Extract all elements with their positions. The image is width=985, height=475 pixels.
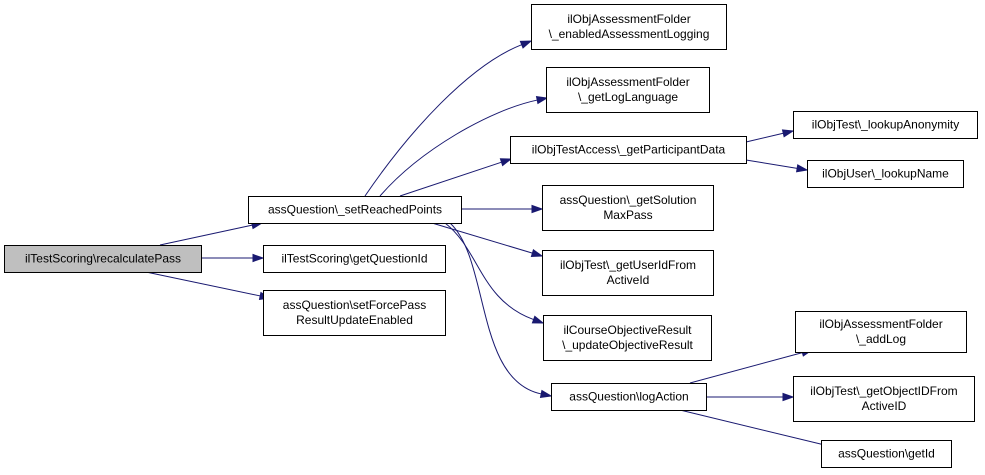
edge-line [449,222,542,395]
node-getParticipant[interactable]: ilObjTestAccess\_getParticipantData [510,136,747,164]
node-label: assQuestion\getId [838,447,935,461]
node-label: ilTestScoring\getQuestionId [281,252,427,266]
node-box[interactable] [821,440,952,468]
node-box[interactable] [543,315,712,361]
node-label: ilTestScoring\recalculatePass [25,252,181,266]
edge-root-to-getQuestionId [201,253,265,263]
node-root[interactable]: ilTestScoring\recalculatePass [4,245,202,273]
node-label: ilObjTest\_getUserIdFrom [560,258,696,272]
node-label: \_enabledAssessmentLogging [549,27,710,41]
node-box[interactable] [542,250,714,296]
arrowhead [499,158,513,167]
edge-setReached-to-getParticipant [399,158,513,197]
node-setForcePass[interactable]: assQuestion\setForcePassResultUpdateEnab… [263,290,446,336]
edge-root-to-setForcePass [145,271,272,300]
edge-setReached-to-logAction [449,222,553,398]
arrowhead [531,315,545,324]
edge-line [145,271,261,297]
node-getId[interactable]: assQuestion\getId [821,440,952,468]
node-label: ilCourseObjectiveResult [563,323,692,337]
node-box[interactable] [551,383,707,411]
edge-setReached-to-enabledLogging [364,40,533,197]
edge-setReached-to-getSolutionMax [461,204,544,214]
node-box[interactable] [510,136,747,164]
node-label: assQuestion\logAction [569,390,688,404]
arrowhead [519,40,533,49]
arrowhead [252,253,265,263]
node-setReached[interactable]: assQuestion\_setReachedPoints [248,196,462,224]
node-box[interactable] [795,311,967,353]
node-label: ActiveId [607,273,650,287]
node-getLogLanguage[interactable]: ilObjAssessmentFolder\_getLogLanguage [546,67,710,113]
edge-line [159,224,253,246]
node-label: \_getLogLanguage [578,90,678,104]
node-addLog[interactable]: ilObjAssessmentFolder\_addLog [795,311,967,353]
node-label: ResultUpdateEnabled [296,313,413,327]
node-label: ilObjAssessmentFolder [566,75,689,89]
node-label: ilObjTest\_lookupAnonymity [812,118,959,132]
edge-root-to-setReached [159,221,264,246]
edge-setReached-to-getLogLanguage [379,96,549,197]
node-label: ilObjAssessmentFolder [567,12,690,26]
arrowhead [535,96,549,105]
arrowhead [781,129,795,138]
edge-line [745,132,784,143]
edge-line [679,409,828,447]
node-box[interactable] [263,245,446,273]
arrowhead [531,204,544,214]
edge-line [364,44,522,197]
edge-setReached-to-updateObjective [444,222,545,324]
edge-getParticipant-to-lookupAnon [745,129,795,143]
node-label: \_updateObjectiveResult [562,338,693,352]
node-box[interactable] [793,111,978,139]
arrowhead [782,392,795,402]
node-lookupAnon[interactable]: ilObjTest\_lookupAnonymity [793,111,978,139]
node-updateObjective[interactable]: ilCourseObjectiveResult\_updateObjective… [543,315,712,361]
node-box[interactable] [4,245,202,273]
edge-line [745,159,798,169]
arrowhead [539,389,553,398]
node-label: ilObjUser\_lookupName [822,167,949,181]
arrowhead [530,248,544,258]
node-label: assQuestion\_setReachedPoints [268,203,442,217]
node-label: assQuestion\setForcePass [283,298,426,312]
edges-layer [145,40,839,450]
node-box[interactable] [248,196,462,224]
node-box[interactable] [807,160,964,188]
node-box[interactable] [793,376,975,422]
edge-getParticipant-to-lookupName [745,159,809,173]
node-lookupName[interactable]: ilObjUser\_lookupName [807,160,964,188]
node-box[interactable] [263,290,446,336]
edge-line [689,352,803,384]
node-label: assQuestion\_getSolution [560,193,697,207]
edge-line [399,161,502,197]
node-logAction[interactable]: assQuestion\logAction [551,383,707,411]
node-box[interactable] [531,4,727,50]
node-label: ilObjAssessmentFolder [819,317,942,331]
node-label: ilObjTest\_getObjectIDFrom [810,384,957,398]
edge-line [431,222,533,254]
node-getQuestionId[interactable]: ilTestScoring\getQuestionId [263,245,446,273]
node-box[interactable] [542,185,714,231]
edge-line [379,99,538,197]
node-label: ilObjTestAccess\_getParticipantData [532,143,726,157]
node-label: ActiveID [862,399,907,413]
node-label: MaxPass [603,208,652,222]
edge-line [444,222,534,321]
arrowhead [795,164,809,173]
node-label: \_addLog [856,332,906,346]
edge-setReached-to-getUserIdFrom [431,222,544,258]
nodes-layer: ilTestScoring\recalculatePass assQuestion… [4,4,978,468]
node-enabledLogging[interactable]: ilObjAssessmentFolder\_enabledAssessment… [531,4,727,50]
node-box[interactable] [546,67,710,113]
edge-logAction-to-getObjectID [706,392,795,402]
